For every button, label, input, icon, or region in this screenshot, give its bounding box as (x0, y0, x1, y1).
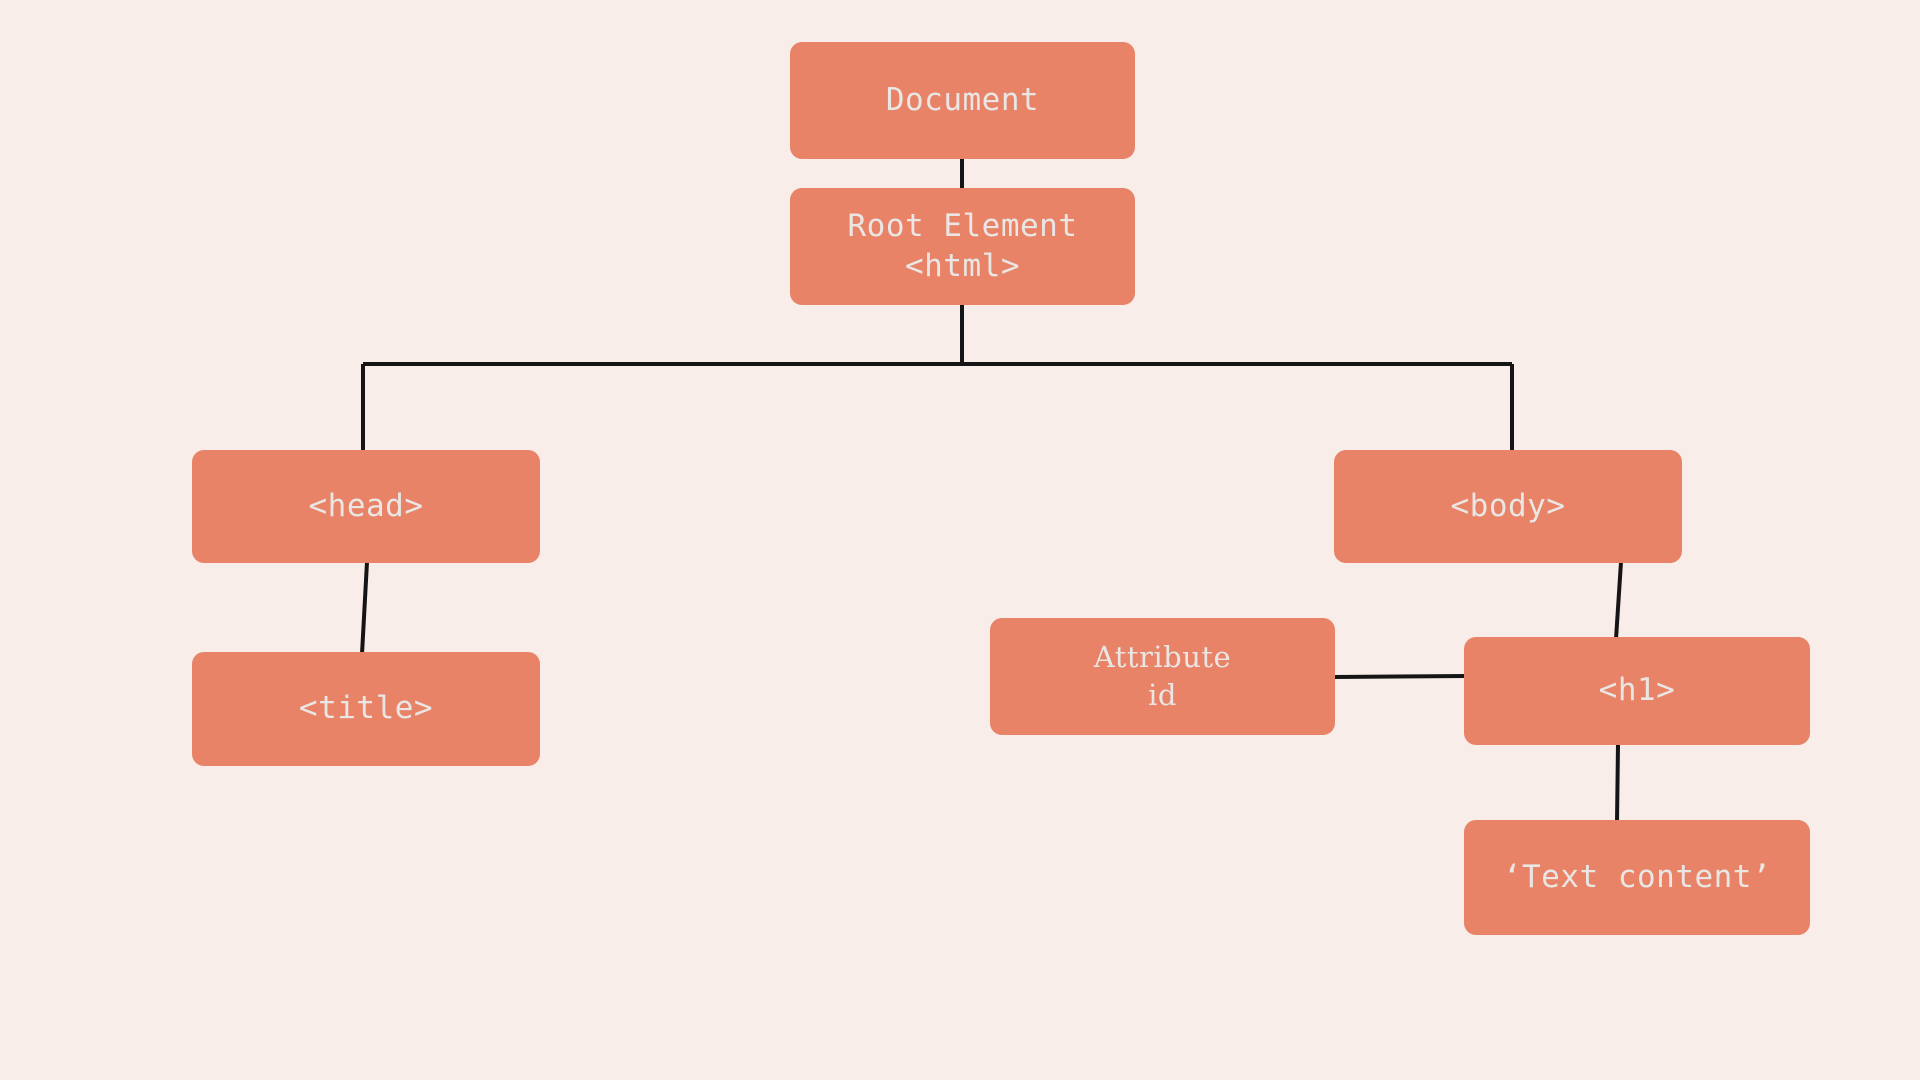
node-head-label: <head> (308, 487, 424, 524)
edge-head-to-title (360, 561, 369, 655)
node-text-content[interactable]: ‘Text content’ (1464, 820, 1810, 935)
edge-attribute-to-h1 (1333, 674, 1467, 679)
node-attribute-label-line2: id (1148, 677, 1177, 712)
node-root-element-label-line2: <html> (905, 247, 1020, 284)
node-root-element-label-line1: Root Element (847, 207, 1078, 244)
node-body-label: <body> (1450, 487, 1566, 524)
node-head[interactable]: <head> (192, 450, 540, 563)
node-h1[interactable]: <h1> (1464, 637, 1810, 745)
node-attribute-label-line1: Attribute (1093, 640, 1232, 675)
node-title-label: <title> (298, 690, 434, 727)
edge-body-to-h1 (1614, 561, 1623, 640)
node-document[interactable]: Document (790, 42, 1135, 159)
node-attribute[interactable]: Attribute id (990, 618, 1335, 735)
node-document-label: Document (885, 81, 1040, 118)
node-title[interactable]: <title> (192, 652, 540, 766)
edge-h1-to-text-content (1615, 743, 1620, 823)
node-text-content-label: ‘Text content’ (1502, 858, 1772, 895)
node-h1-label: <h1> (1598, 672, 1676, 709)
node-root-element[interactable]: Root Element <html> (790, 188, 1135, 305)
node-body[interactable]: <body> (1334, 450, 1682, 563)
